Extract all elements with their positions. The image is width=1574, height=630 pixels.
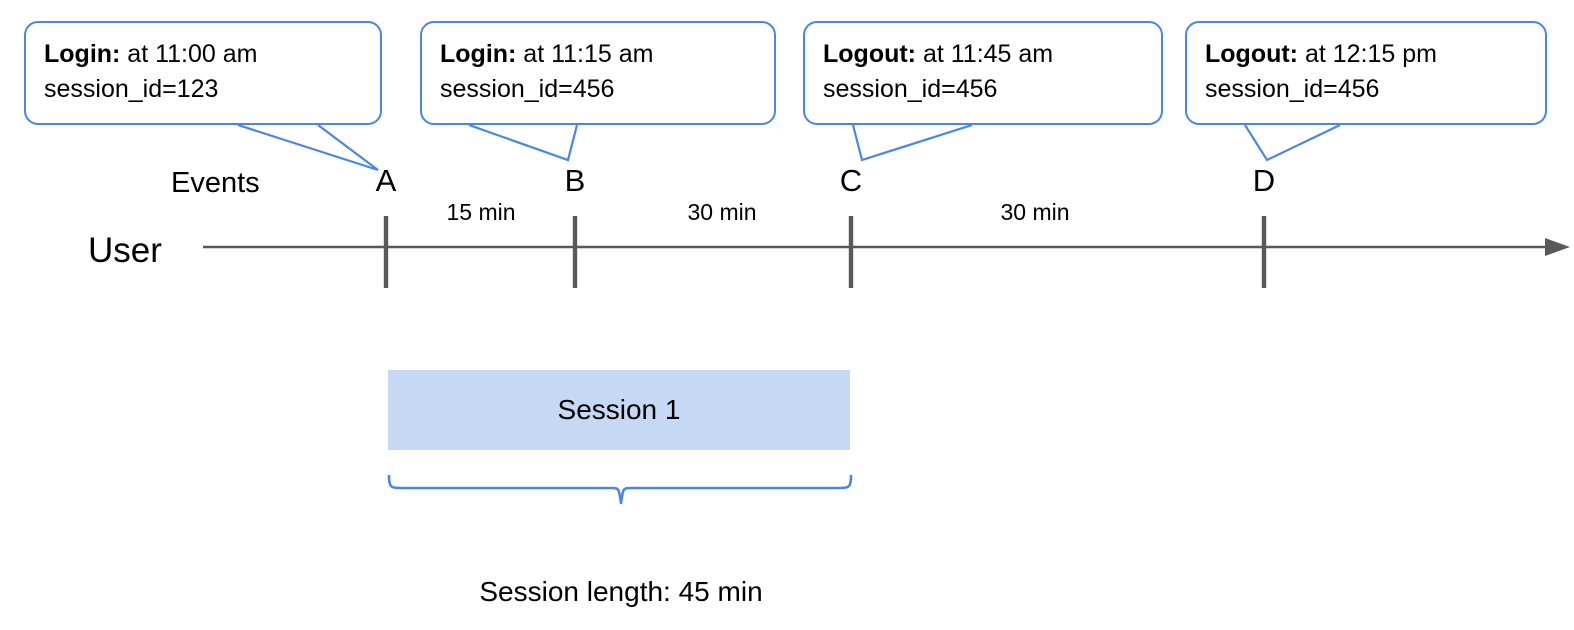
callout-b-session-id: session_id=456	[440, 74, 615, 103]
callout-tail-d	[1244, 124, 1341, 162]
callout-bubble-a: Login: at 11:00 am session_id=123	[24, 21, 382, 125]
timeline-axis	[203, 238, 1570, 256]
callout-d-session-id: session_id=456	[1205, 74, 1380, 103]
events-row-label: Events	[171, 167, 260, 199]
session-span-brace	[387, 474, 853, 505]
gap-label-ab: 15 min	[446, 199, 516, 225]
callout-d-event-type: Logout:	[1205, 40, 1299, 68]
timeline-ticks	[383, 216, 1267, 288]
callout-a-session-id: session_id=123	[44, 74, 219, 103]
callout-bubble-d: Logout: at 12:15 pm session_id=456	[1185, 21, 1547, 125]
session-block: Session 1	[388, 370, 850, 450]
callout-d-time: at 12:15 pm	[1298, 40, 1437, 68]
marker-label-c: C	[839, 163, 863, 198]
callout-a-time: at 11:00 am	[120, 40, 258, 68]
user-row-label: User	[88, 231, 162, 270]
marker-label-a: A	[375, 163, 397, 198]
callout-bubble-b: Login: at 11:15 am session_id=456	[420, 21, 776, 125]
gap-label-cd: 30 min	[1000, 199, 1070, 225]
marker-label-b: B	[564, 163, 586, 198]
axis-arrowhead	[1545, 238, 1570, 256]
callout-b-time: at 11:15 am	[516, 40, 654, 68]
callout-bubble-c: Logout: at 11:45 am session_id=456	[803, 21, 1163, 125]
callout-c-session-id: session_id=456	[823, 74, 998, 103]
callout-tail-c	[851, 123, 973, 162]
callout-b-event-type: Login:	[440, 40, 517, 68]
callout-a-event-type: Login:	[44, 40, 121, 68]
callout-c-event-type: Logout:	[823, 40, 917, 68]
gap-label-bc: 30 min	[687, 199, 757, 225]
callout-tail-b	[468, 123, 579, 162]
session-block-label: Session 1	[557, 394, 681, 425]
marker-label-d: D	[1252, 163, 1276, 198]
session-length-label: Session length: 45 min	[479, 576, 763, 607]
callout-c-time: at 11:45 am	[916, 40, 1054, 68]
